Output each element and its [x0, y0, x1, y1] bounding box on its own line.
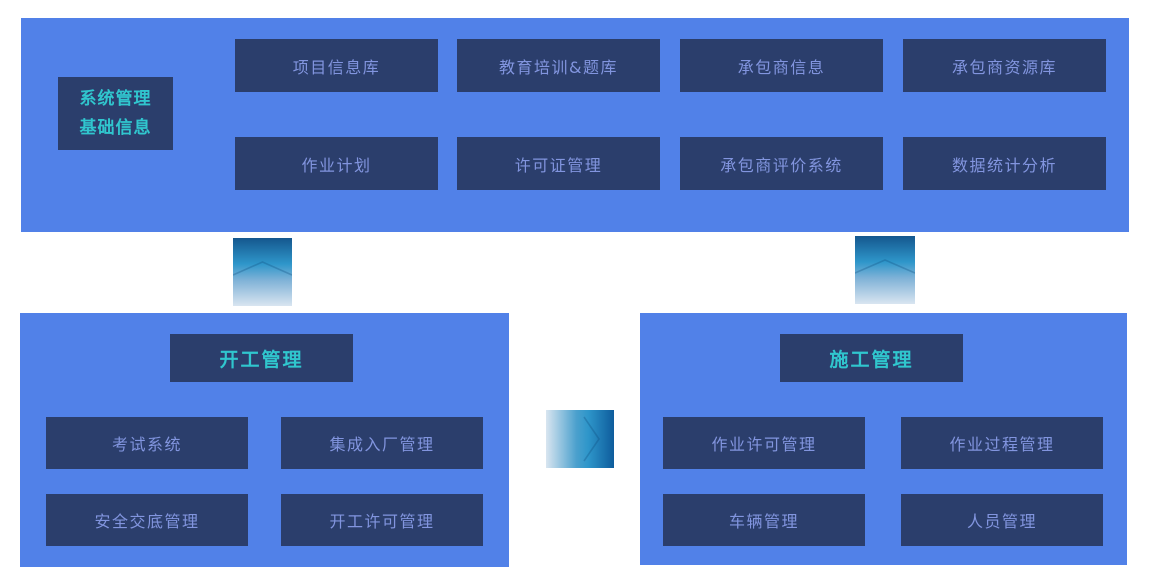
panel-title-construction: 施工管理: [780, 334, 963, 382]
panel-title-system-management: 系统管理 基础信息: [58, 77, 173, 150]
module-box-work-permit: 作业许可管理: [663, 417, 865, 469]
module-box-data-statistics: 数据统计分析: [903, 137, 1106, 190]
module-box-start-work-permit: 开工许可管理: [281, 494, 483, 546]
module-box-safety-disclosure: 安全交底管理: [46, 494, 248, 546]
panel-title-line2: 基础信息: [79, 117, 152, 138]
module-box-exam-system: 考试系统: [46, 417, 248, 469]
module-box-personnel-mgmt: 人员管理: [901, 494, 1103, 546]
module-box-training-question: 教育培训&题库: [457, 39, 660, 92]
module-box-work-process: 作业过程管理: [901, 417, 1103, 469]
module-box-work-plan: 作业计划: [235, 137, 438, 190]
arrow-right-connector: [546, 410, 614, 468]
panel-title-start-work: 开工管理: [170, 334, 353, 382]
start-work-panel: 开工管理 考试系统 集成入厂管理 安全交底管理 开工许可管理: [20, 313, 509, 567]
system-management-panel: 系统管理 基础信息 项目信息库 教育培训&题库 承包商信息 承包商资源库 作业计…: [21, 18, 1129, 232]
module-box-contractor-info: 承包商信息: [680, 39, 883, 92]
module-box-vehicle-mgmt: 车辆管理: [663, 494, 865, 546]
module-box-license-mgmt: 许可证管理: [457, 137, 660, 190]
construction-panel: 施工管理 作业许可管理 作业过程管理 车辆管理 人员管理: [640, 313, 1127, 565]
panel-title-line1: 系统管理: [79, 88, 152, 109]
arrow-up-connector-right: [855, 236, 915, 304]
module-box-contractor-eval: 承包商评价系统: [680, 137, 883, 190]
module-box-contractor-resource: 承包商资源库: [903, 39, 1106, 92]
module-box-project-info: 项目信息库: [235, 39, 438, 92]
module-box-entry-integration: 集成入厂管理: [281, 417, 483, 469]
arrow-up-connector-left: [233, 238, 292, 306]
